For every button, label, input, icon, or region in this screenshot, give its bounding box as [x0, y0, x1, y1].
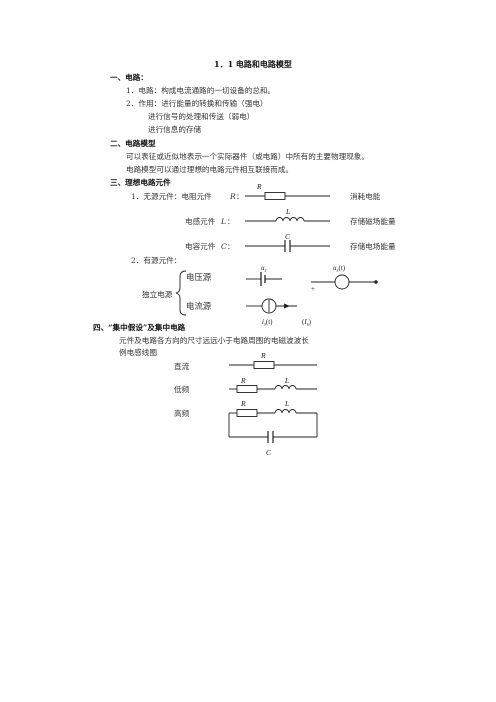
high-frequency-label: 高频 [174, 409, 190, 418]
high-l-text: L [284, 399, 289, 408]
plus-sign: + [311, 285, 315, 293]
voltage-source-label: 电压源 [186, 272, 212, 282]
inductor-l-text: L [285, 207, 290, 216]
ist-text: is(t) [262, 318, 273, 328]
page-title: 1．1 电路和电路模型 [214, 59, 292, 69]
us-text: us [261, 264, 267, 274]
low-frequency-model-circuit: R L [229, 376, 317, 393]
resistor-desc: 消耗电能 [350, 192, 381, 201]
resistor-element: R [245, 182, 330, 200]
section1-item2b: 进行信号的处理和传送（弱电） [148, 112, 255, 121]
dc-model-circuit: R [229, 351, 317, 369]
dc-r-text: R [260, 351, 266, 360]
active-label: 2．有源元件： [131, 256, 182, 265]
section4-line1: 元件及电路各方向的尺寸远远小于电路周围的电磁波波长 [119, 336, 309, 345]
inductor-label: 电感元件 [185, 217, 216, 226]
resistor-symbol-label: R [230, 192, 236, 201]
section2-line2: 电路模型可以通过理想的电路元件相互联接而成。 [126, 165, 294, 174]
section1-item2: 2．作用：进行能量的转换和传输（强电） [126, 99, 268, 108]
low-frequency-label: 低频 [174, 385, 190, 394]
capacitor-label: 电容元件 [185, 242, 216, 251]
time-voltage-source: us(t) + [311, 264, 378, 293]
Is-text: (Is) [302, 318, 312, 328]
capacitor-symbol-label: C [221, 242, 227, 251]
section4-line2: 例电感线圈 [119, 348, 157, 357]
passive-label: 1．无源元件：电阻元件 [131, 192, 212, 201]
ust-text: us(t) [333, 264, 346, 274]
resistor-r-text: R [256, 182, 262, 191]
section1-item1: 1．电路：构成电流通路的一切设备的总和。 [126, 86, 276, 95]
section4-heading: 四、“集中假设”及集中电路 [93, 323, 186, 332]
capacitor-desc: 存储电场能量 [350, 242, 396, 251]
section1-item2c: 进行信息的存储 [148, 125, 202, 134]
source-brace [175, 270, 187, 316]
high-r-text: R [240, 399, 246, 408]
section2-line1: 可以表征或近似地表示一个实际器件（或电路）中所有的主要物理现象。 [126, 152, 369, 161]
capacitor-c-text: C [285, 232, 291, 241]
dc-voltage-source: us [246, 264, 282, 286]
inductor-colon: ： [227, 217, 235, 226]
capacitor-element: C [245, 232, 330, 252]
low-l-text: L [284, 376, 289, 385]
independent-source-label: 独立电源 [142, 290, 173, 299]
section1-heading: 一、电路： [110, 73, 148, 82]
capacitor-colon: ： [227, 242, 235, 251]
dc-label: 直流 [174, 362, 190, 371]
high-c-text: C [266, 448, 272, 457]
inductor-element: L [245, 207, 330, 222]
inductor-desc: 存储磁场能量 [350, 217, 396, 226]
current-source: is(t) (Is) [246, 298, 312, 328]
high-frequency-model-circuit: R L C [228, 399, 318, 457]
low-r-text: R [240, 376, 246, 385]
current-source-label: 电流源 [186, 301, 212, 311]
resistor-colon: ： [236, 192, 244, 201]
section2-heading: 二、电路模型 [110, 139, 156, 148]
inductor-symbol-label: L [221, 217, 227, 226]
section3-heading: 三、理想电路元件 [110, 178, 171, 187]
